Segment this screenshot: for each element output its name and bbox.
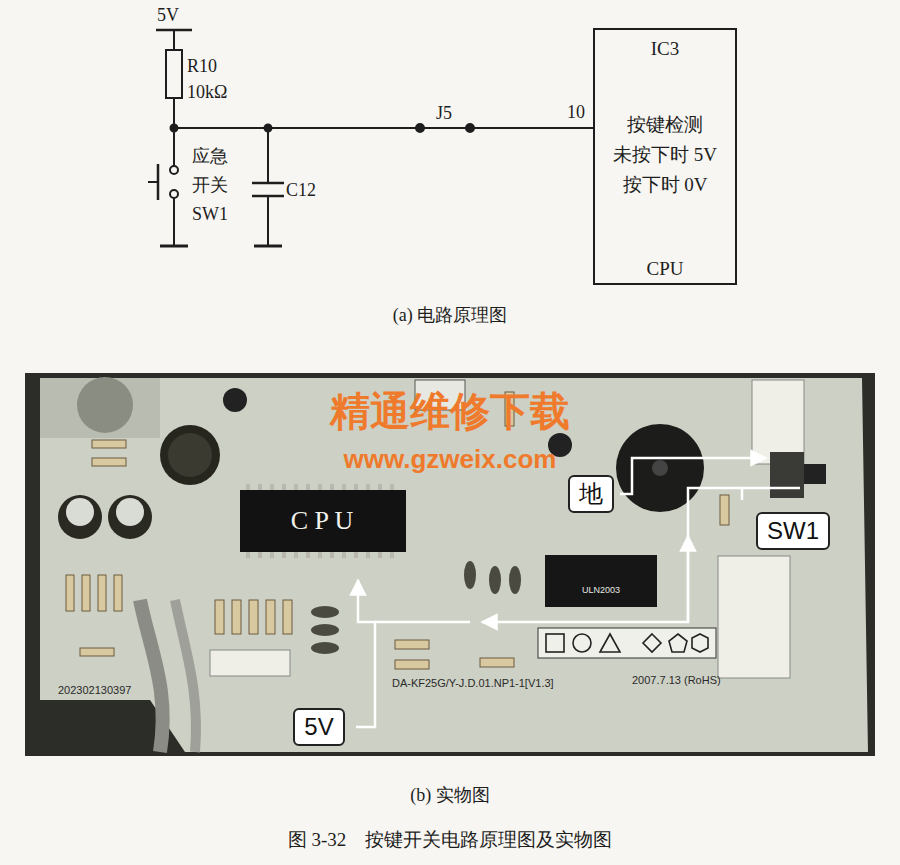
jumper-name: J5 — [436, 103, 452, 124]
watermark: 精通维修下载 — [330, 389, 570, 435]
callout-box: SW1 — [756, 512, 830, 550]
callout-text: 地 — [579, 480, 603, 508]
buzzer — [616, 424, 704, 512]
part-value: 10kΩ — [187, 82, 227, 103]
figure-caption: 图 3-32 按键开关电路原理图及实物图 — [288, 829, 613, 851]
chip-marking: ULN2003 — [582, 585, 620, 595]
switch-body — [770, 452, 804, 498]
ground-symbol — [160, 245, 188, 248]
chip-text: CPU — [595, 258, 735, 280]
callout-box: 5V — [293, 708, 344, 746]
chip-text: 按键检测 — [595, 114, 735, 136]
sub-caption: (b) 实物图 — [410, 785, 490, 806]
supply-label: 5V — [157, 5, 179, 26]
part-name: C12 — [286, 180, 316, 201]
capacitor-symbol — [252, 182, 284, 185]
switch-contact — [170, 166, 178, 174]
driver-chip — [545, 555, 657, 607]
callout-box: 地 — [568, 475, 614, 513]
silkscreen: DA-KF25G/Y-J.D.01.NP1-1[V1.3] — [392, 677, 554, 690]
jumper-dot — [416, 124, 424, 132]
ground-symbol — [254, 245, 282, 248]
resistor-symbol — [166, 50, 182, 98]
part-note: 开关 — [192, 175, 228, 196]
chip-marking: C P U — [291, 506, 354, 536]
pcb-photo — [25, 373, 875, 756]
schematic — [148, 30, 593, 246]
silkscreen: 2007.7.13 (RoHS) — [632, 674, 721, 687]
switch-contact — [170, 190, 178, 198]
chip-box: IC3 按键检测未按下时 5V 按下时 0V CPU — [593, 28, 737, 285]
sub-caption: (a) 电路原理图 — [393, 305, 507, 326]
silkscreen: 202302130397 — [58, 684, 131, 697]
jumper-dot — [466, 124, 474, 132]
cpu-chip — [240, 490, 406, 552]
part-note: 应急 — [192, 146, 228, 167]
part-name: SW1 — [192, 204, 228, 225]
pin-number: 10 — [567, 102, 585, 123]
part-name: R10 — [187, 56, 217, 77]
callout-text: 5V — [304, 713, 333, 741]
chip-text: IC3 — [595, 38, 735, 60]
callout-text: SW1 — [767, 517, 819, 545]
chip-text: 未按下时 5V — [595, 144, 735, 166]
watermark: www.gzweix.com — [344, 445, 557, 475]
signal-wire — [174, 127, 593, 129]
chip-text: 按下时 0V — [595, 174, 735, 196]
